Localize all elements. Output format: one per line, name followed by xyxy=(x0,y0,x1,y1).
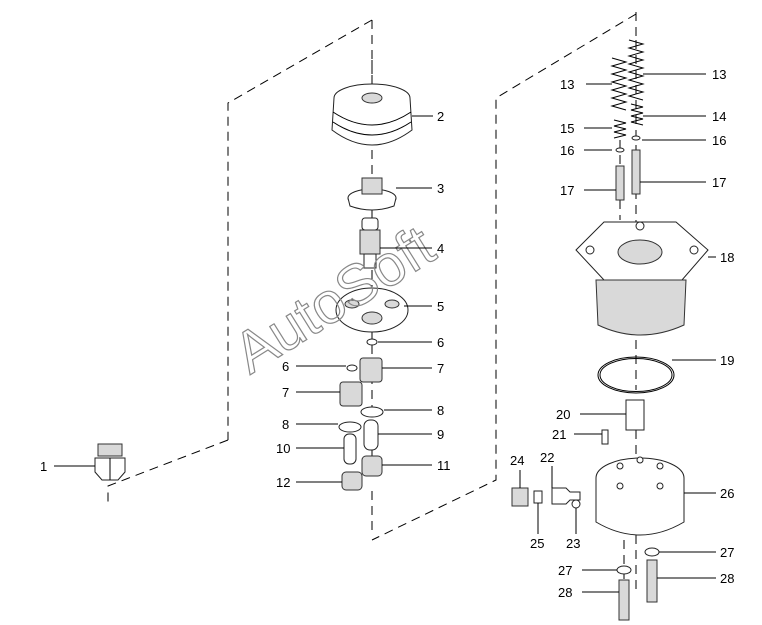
callout-leaders xyxy=(54,73,716,593)
part-9-10-pins xyxy=(343,419,379,465)
callout-12: 12 xyxy=(276,475,290,490)
callout-8b: 8 xyxy=(282,417,289,432)
callout-13a: 13 xyxy=(560,77,574,92)
part-1-fitting xyxy=(94,443,126,481)
part-8-orings xyxy=(338,406,384,433)
callout-18: 18 xyxy=(720,250,734,265)
callout-10: 10 xyxy=(276,441,290,456)
callout-4: 4 xyxy=(437,241,444,256)
callout-5: 5 xyxy=(437,299,444,314)
callout-14: 14 xyxy=(712,109,726,124)
part-2-cover xyxy=(331,83,413,146)
part-16-17-spools xyxy=(615,135,641,201)
watermark-text: AutoSoft xyxy=(222,213,445,386)
callout-13b: 13 xyxy=(712,67,726,82)
callout-6a: 6 xyxy=(437,335,444,350)
callout-17b: 17 xyxy=(712,175,726,190)
part-4-plunger xyxy=(359,217,381,269)
callout-28b: 28 xyxy=(558,585,572,600)
callout-15: 15 xyxy=(560,121,574,136)
callout-27a: 27 xyxy=(720,545,734,560)
part-13-14-15-springs xyxy=(610,39,645,139)
callout-23: 23 xyxy=(566,536,580,551)
callout-16b: 16 xyxy=(712,133,726,148)
callout-16a: 16 xyxy=(560,143,574,158)
callout-1: 1 xyxy=(40,459,47,474)
callout-8a: 8 xyxy=(437,403,444,418)
callout-28a: 28 xyxy=(720,571,734,586)
part-3-plate xyxy=(347,177,397,211)
part-18-housing xyxy=(575,221,709,336)
part-20-sleeve xyxy=(625,399,645,431)
callout-21: 21 xyxy=(552,427,566,442)
part-19-oring xyxy=(597,356,675,394)
part-26-body xyxy=(595,456,685,536)
part-5-disc xyxy=(335,287,409,333)
callout-11: 11 xyxy=(437,458,451,473)
callout-27b: 27 xyxy=(558,563,572,578)
part-21-pin xyxy=(601,429,609,445)
callout-3: 3 xyxy=(437,181,444,196)
part-22-25-valve-parts xyxy=(511,487,581,509)
callout-2: 2 xyxy=(437,109,444,124)
callout-20: 20 xyxy=(556,407,570,422)
callout-19: 19 xyxy=(720,353,734,368)
callout-7a: 7 xyxy=(437,361,444,376)
callout-9: 9 xyxy=(437,427,444,442)
callout-26: 26 xyxy=(720,486,734,501)
callout-22: 22 xyxy=(540,450,554,465)
part-6-7-seals xyxy=(339,338,383,407)
callout-6b: 6 xyxy=(282,359,289,374)
part-11-12-nuts xyxy=(341,455,383,491)
callout-24: 24 xyxy=(510,453,524,468)
callout-7b: 7 xyxy=(282,385,289,400)
callout-17a: 17 xyxy=(560,183,574,198)
callout-25: 25 xyxy=(530,536,544,551)
callout-labels: 1 2 3 4 5 6 6 7 7 8 8 9 10 11 12 13 13 1… xyxy=(40,67,734,600)
part-27-28-screws xyxy=(616,547,660,621)
